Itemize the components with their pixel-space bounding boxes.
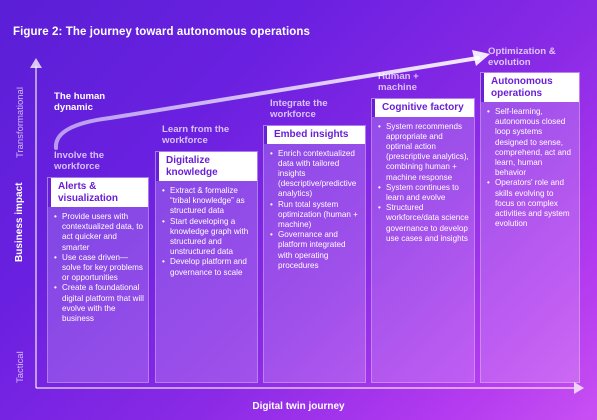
stage-label-2: Learn from the workforce [162,124,230,146]
x-axis-label: Digital twin journey [252,401,345,412]
stage-label-3: Integrate the workforce [270,98,328,120]
stage-title-2: Digitalize knowledge [156,152,257,181]
stage-column-1: Alerts & visualization Provide users wit… [47,177,149,383]
bullet-item: Structured workforce/data science govern… [378,203,470,244]
stage-label-4: Human + machine [378,71,419,93]
stage-label-5: Optimization & evolution [488,46,556,68]
bullet-item: Run total system optimization (human + m… [270,200,361,231]
stage-bullets-4: System recommends appropriate and optima… [372,117,474,244]
y-axis-line [35,66,37,388]
y-axis-bottom-label: Tactical [15,351,26,383]
bullet-item: Self-learning, autonomous closed loop sy… [487,107,575,178]
stage-bullets-2: Extract & formalize “tribal knowledge” a… [156,181,257,278]
stage-column-2: Digitalize knowledge Extract & formalize… [155,151,258,383]
y-axis-arrow-icon [30,58,42,68]
stage-bullets-5: Self-learning, autonomous closed loop sy… [481,102,579,229]
figure-title: Figure 2: The journey toward autonomous … [13,26,310,38]
bullet-item: System recommends appropriate and optima… [378,122,470,183]
stage-title-1: Alerts & visualization [48,178,148,207]
bullet-item: Extract & formalize “tribal knowledge” a… [162,186,253,217]
stage-label-1: Involve the workforce [54,150,105,172]
bullet-item: Operators' role and skills evolving to f… [487,178,575,229]
stage-column-4: Cognitive factory System recommends appr… [371,98,475,383]
y-axis-top-label: Transformational [15,87,26,158]
bullet-item: System continues to learn and evolve [378,183,470,203]
y-axis-label: Business impact [14,182,25,262]
stage-bullets-1: Provide users with contextualized data, … [48,207,148,324]
stage-bullets-3: Enrich contextualized data with tailored… [264,144,365,271]
stage-column-5: Autonomous operations Self-learning, aut… [480,72,580,383]
bullet-item: Create a foundational digital platform t… [54,283,144,324]
x-axis-line [36,387,574,389]
stage-column-3: Embed insights Enrich contextualized dat… [263,125,366,383]
bullet-item: Governance and platform integrated with … [270,230,361,271]
bullet-item: Start developing a knowledge graph with … [162,217,253,258]
stage-title-5: Autonomous operations [481,73,579,102]
human-dynamic-label: The human dynamic [54,91,106,113]
bullet-item: Develop platform and governance to scale [162,257,253,277]
bullet-item: Provide users with contextualized data, … [54,212,144,253]
bullet-item: Use case driven—solve for key problems o… [54,253,144,284]
stage-title-4: Cognitive factory [372,99,474,117]
x-axis-arrow-icon [574,382,584,394]
stage-title-3: Embed insights [264,126,365,144]
bullet-item: Enrich contextualized data with tailored… [270,149,361,200]
